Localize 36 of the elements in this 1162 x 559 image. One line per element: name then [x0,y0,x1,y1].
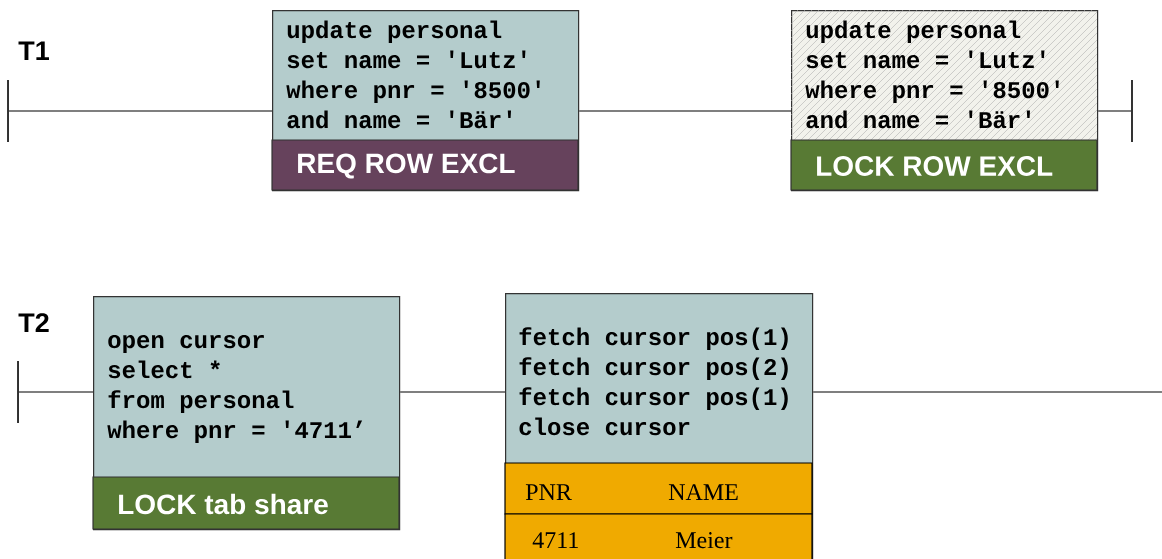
code-line: where pnr = '4711’ [107,420,363,443]
table-row: PNR NAME [504,462,813,515]
timeline-tick [7,80,9,142]
code-line: fetch cursor pos(2) [519,357,788,380]
lock-mode-band: LOCK tab share [92,476,400,530]
code-line: where pnr = '8500' [286,80,540,103]
code-line: open cursor [108,335,264,353]
timeline-line [18,391,94,393]
timeline-tick [1131,80,1133,142]
table-row: 4711 Meier [504,513,813,559]
code-line: fetch cursor pos(1) [519,387,788,410]
code-line: close cursor [519,417,690,436]
code-line: from personal [108,390,294,413]
code-line: fetch cursor pos(1) [519,327,788,350]
timeline-line [812,391,1162,393]
node-label: PNR [525,484,572,500]
lock-mode-band: LOCK ROW EXCL [790,139,1098,191]
timeline-label: T1 [18,41,49,60]
node-label: NAME [668,484,738,500]
code-line: set name = 'Lutz' [806,50,1045,69]
timeline-label: T2 [18,313,49,332]
timeline-line [399,391,506,393]
lock-mode-band: REQ ROW EXCL [271,139,579,191]
code-line: select * [108,360,220,379]
code-line: set name = 'Lutz' [287,50,526,69]
timeline-line [578,110,792,112]
code-line: where pnr = '8500' [805,80,1059,103]
code-line: and name = 'Bär' [287,110,511,129]
timeline-tick [17,361,19,423]
code-line: update personal [806,20,1021,43]
node-label: 4711 [532,532,578,548]
node-label: Meier [675,532,733,549]
code-line: update personal [287,20,502,43]
timeline-line [1097,110,1132,112]
code-line: and name = 'Bär' [806,110,1030,129]
timeline-line [8,110,273,112]
